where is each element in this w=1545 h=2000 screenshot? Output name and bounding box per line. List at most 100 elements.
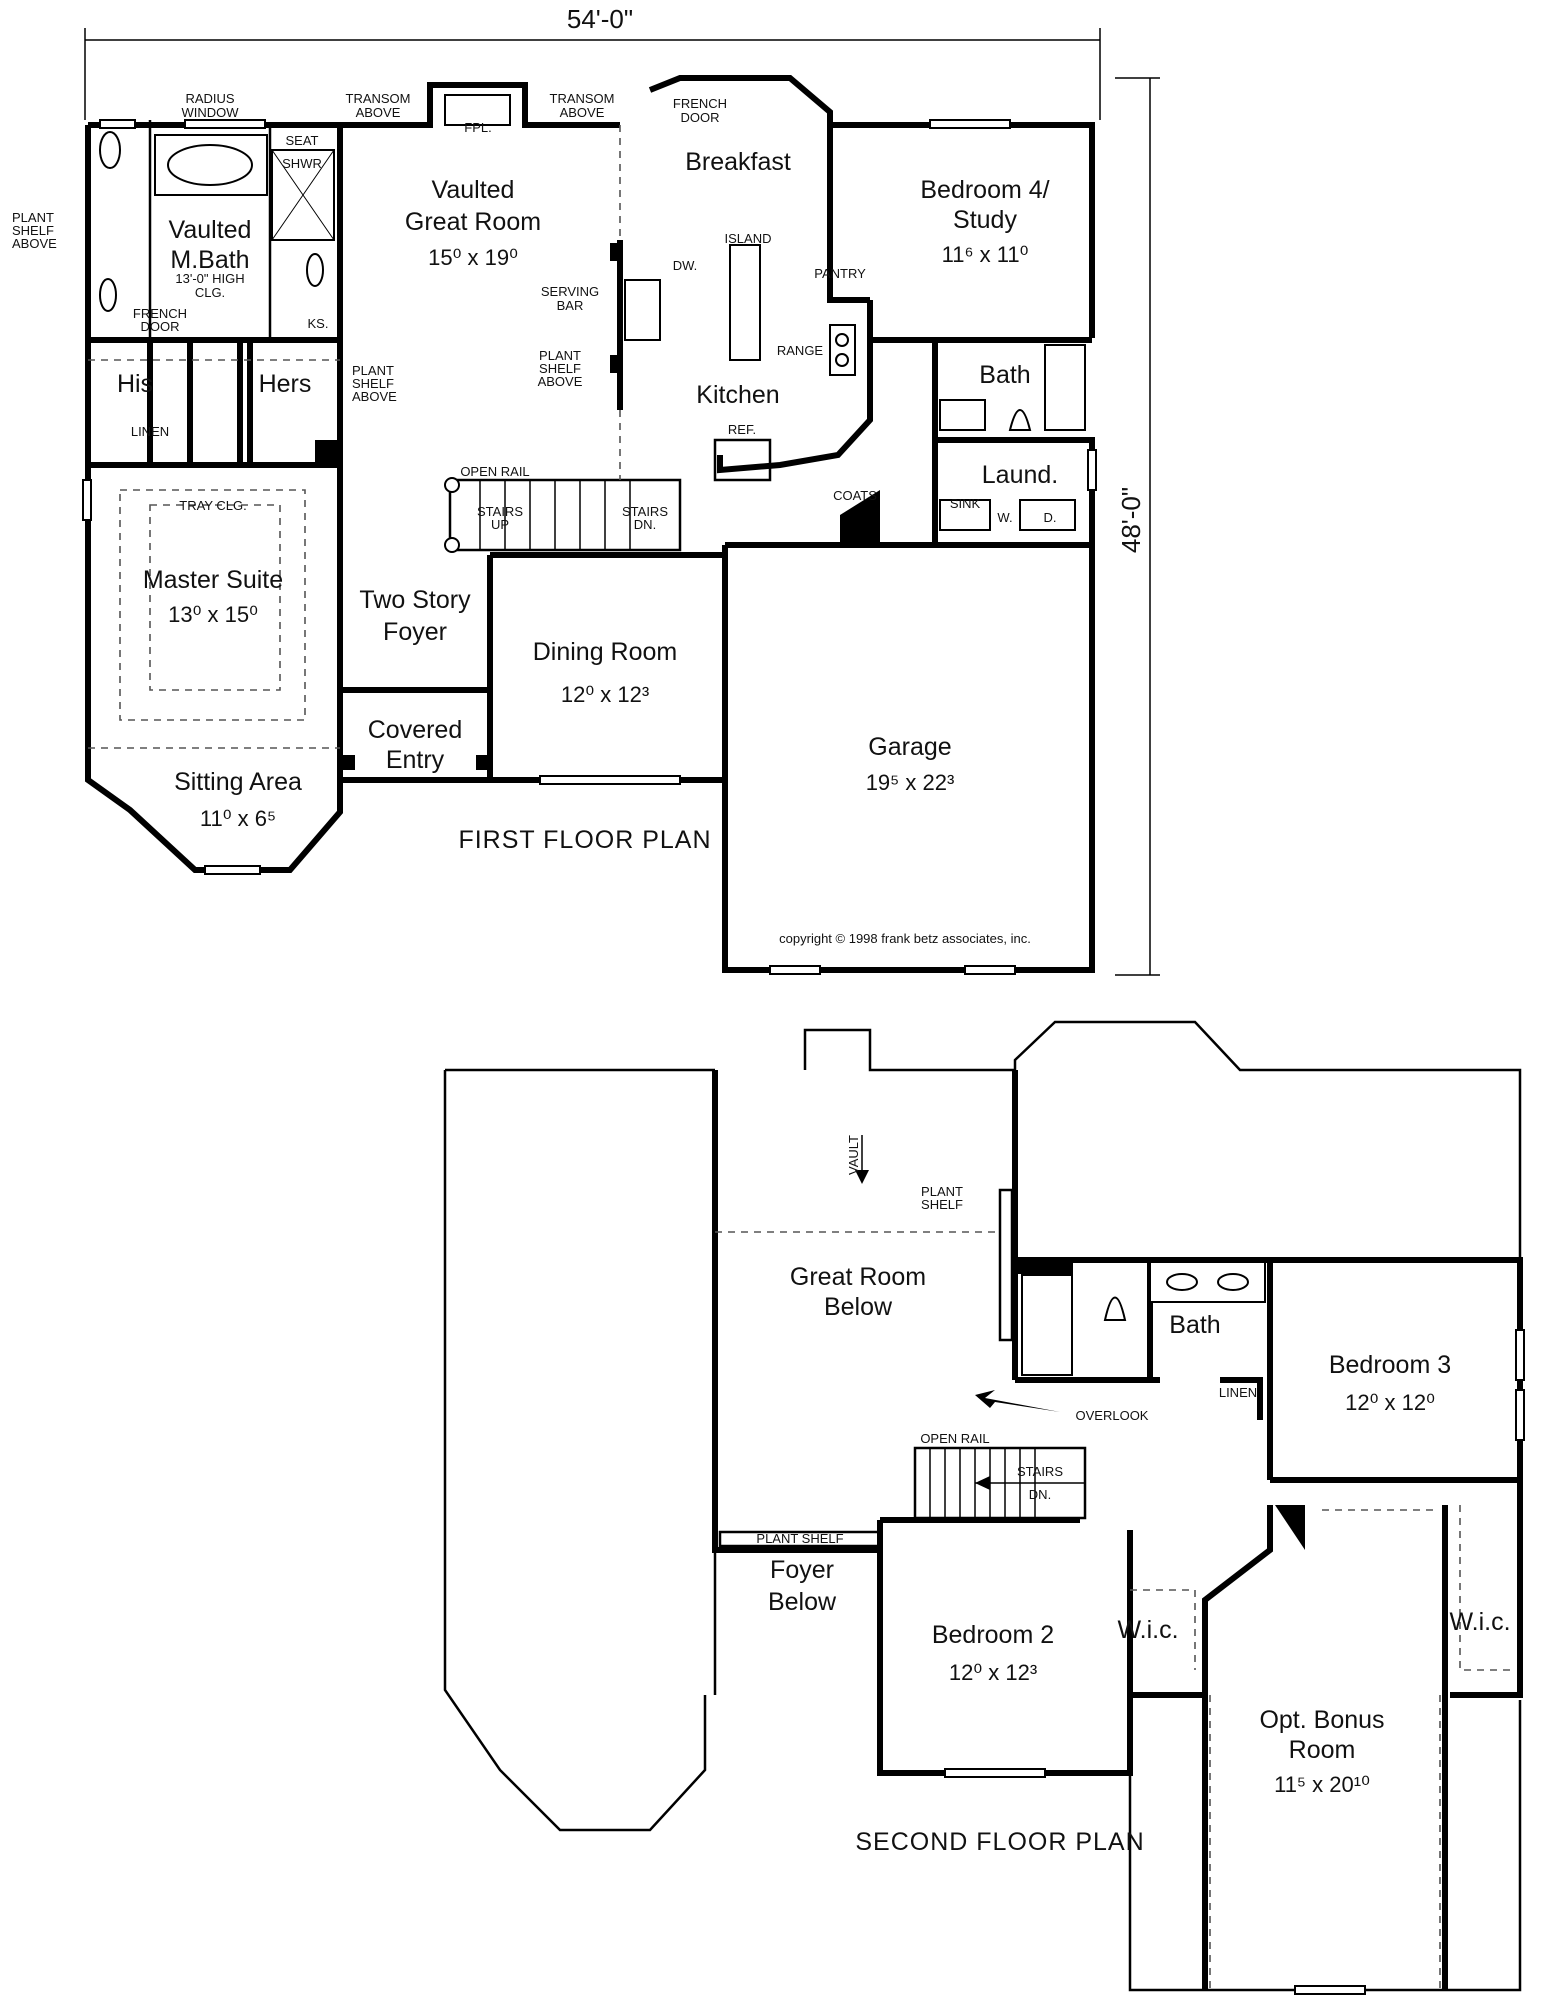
width-label: 54'-0" — [567, 4, 633, 34]
open-rail-note: OPEN RAIL — [460, 464, 529, 479]
linen-note: LINEN — [131, 424, 169, 439]
vault-note: VAULT — [846, 1135, 861, 1175]
plant-shelf-mid-note-1: PLANT — [352, 363, 394, 378]
kitchen-label: Kitchen — [696, 381, 779, 409]
bonus-room-label-2: Room — [1289, 1736, 1356, 1764]
range-note: RANGE — [777, 343, 824, 358]
second-bath-label: Bath — [1169, 1311, 1220, 1339]
second-floor-title: SECOND FLOOR PLAN — [855, 1828, 1144, 1856]
foyer-label-1: Two Story — [359, 586, 471, 614]
second-floor-labels: Great Room Below Foyer Below Bath Bedroo… — [768, 1263, 1511, 1856]
first-floor-notes: RADIUS WINDOW TRANSOM ABOVE TRANSOM ABOV… — [12, 91, 1057, 532]
copyright-text: copyright © 1998 frank betz associates, … — [779, 931, 1031, 946]
shower-note: SHWR — [282, 156, 322, 171]
great-room-label-2: Great Room — [405, 208, 541, 236]
coats-note: COATS — [833, 488, 877, 503]
french-door-bath-note-2: DOOR — [141, 319, 180, 334]
sink-note: SINK — [950, 496, 981, 511]
french-door-top-note-1: FRENCH — [673, 96, 727, 111]
depth-label: 48'-0" — [1116, 487, 1146, 553]
dining-size: 12⁰ x 12³ — [561, 682, 649, 707]
master-suite-label: Master Suite — [143, 566, 283, 594]
great-room-label-1: Vaulted — [432, 176, 515, 204]
plant-shelf-top-note-1: PLANT — [921, 1184, 963, 1199]
ks-note: KS. — [308, 316, 329, 331]
transom-right-note-2: ABOVE — [560, 105, 605, 120]
wic-left-label: W.i.c. — [1117, 1616, 1178, 1644]
dining-label: Dining Room — [533, 638, 678, 666]
serving-bar-note-2: BAR — [557, 298, 584, 313]
second-stairs-dn-note-2: DN. — [1029, 1487, 1051, 1502]
stairs-dn-note-2: DN. — [634, 517, 656, 532]
great-room-below-label-2: Below — [824, 1293, 893, 1321]
first-floor-stairs — [444, 477, 682, 553]
plant-shelf-left-note-2: SHELF — [12, 223, 54, 238]
great-room-below-label-1: Great Room — [790, 1263, 926, 1291]
first-floor-fixtures — [99, 94, 1086, 770]
plant-shelf-kitchen-note-2: SHELF — [539, 361, 581, 376]
garage-label: Garage — [868, 733, 951, 761]
transom-left-note-2: ABOVE — [356, 105, 401, 120]
his-closet-label: His — [117, 370, 153, 398]
second-floor-details — [718, 1135, 1525, 1995]
stairs-dn-note-1: STAIRS — [622, 504, 668, 519]
second-stairs-dn-note-1: STAIRS — [1017, 1464, 1063, 1479]
plant-shelf-kitchen-note-1: PLANT — [539, 348, 581, 363]
french-door-bath-note-1: FRENCH — [133, 306, 187, 321]
plant-shelf-bottom-note: PLANT SHELF — [756, 1531, 843, 1546]
bedroom4-label-1: Bedroom 4/ — [920, 176, 1049, 204]
pantry-note: PANTRY — [814, 266, 866, 281]
bedroom4-label-2: Study — [953, 206, 1017, 234]
second-floor-dashed — [715, 1231, 1510, 1990]
covered-entry-label-2: Entry — [386, 746, 445, 774]
bedroom3-label: Bedroom 3 — [1329, 1351, 1451, 1379]
foyer-below-label-1: Foyer — [770, 1556, 834, 1584]
first-bath-label: Bath — [979, 361, 1030, 389]
tray-ceiling-note: TRAY CLG. — [179, 498, 246, 513]
bedroom2-label: Bedroom 2 — [932, 1621, 1054, 1649]
washer-note: W. — [997, 510, 1012, 525]
second-floor-notes: VAULT PLANT SHELF OVERLOOK LINEN OPEN RA… — [756, 1135, 1257, 1546]
garage-size: 19⁵ x 22³ — [866, 770, 955, 795]
plant-shelf-mid-note-2: SHELF — [352, 376, 394, 391]
foyer-below-label-2: Below — [768, 1588, 837, 1616]
high-ceiling-note-2: CLG. — [195, 285, 225, 300]
wic-right-label: W.i.c. — [1449, 1608, 1510, 1636]
dishwasher-note: DW. — [673, 258, 698, 273]
stairs-up-note-2: UP — [491, 517, 509, 532]
master-suite-size: 13⁰ x 15⁰ — [168, 602, 258, 627]
foyer-label-2: Foyer — [383, 618, 447, 646]
high-ceiling-note-1: 13'-0" HIGH — [175, 271, 244, 286]
plant-shelf-kitchen-note-3: ABOVE — [538, 374, 583, 389]
plant-shelf-mid-note-3: ABOVE — [352, 389, 397, 404]
plant-shelf-left-note-3: ABOVE — [12, 236, 57, 251]
great-room-size: 15⁰ x 19⁰ — [428, 245, 518, 270]
first-floor-windows — [82, 119, 1097, 975]
plant-shelf-left-note-1: PLANT — [12, 210, 54, 225]
bedroom4-size: 11⁶ x 11⁰ — [942, 242, 1029, 267]
covered-entry-label-1: Covered — [368, 716, 463, 744]
master-bath-label-2: M.Bath — [170, 246, 249, 274]
serving-bar-note-1: SERVING — [541, 284, 599, 299]
island-note: ISLAND — [725, 231, 772, 246]
seat-note: SEAT — [286, 133, 319, 148]
laundry-label: Laund. — [982, 461, 1058, 489]
radius-window-note-2: WINDOW — [181, 105, 239, 120]
breakfast-label: Breakfast — [685, 148, 791, 176]
transom-left-note-1: TRANSOM — [346, 91, 411, 106]
sitting-area-size: 11⁰ x 6⁵ — [200, 806, 276, 831]
bedroom3-size: 12⁰ x 12⁰ — [1345, 1390, 1435, 1415]
fireplace-note: FPL. — [464, 120, 491, 135]
first-floor-walls — [85, 75, 1095, 973]
first-floor-title: FIRST FLOOR PLAN — [458, 826, 711, 854]
dryer-note: D. — [1044, 510, 1057, 525]
radius-window-note-1: RADIUS — [185, 91, 234, 106]
overlook-note: OVERLOOK — [1076, 1408, 1149, 1423]
refrigerator-note: REF. — [728, 422, 756, 437]
depth-dimension: 48'-0" — [1115, 77, 1160, 976]
master-bath-label-1: Vaulted — [169, 216, 252, 244]
plant-shelf-top-note-2: SHELF — [921, 1197, 963, 1212]
transom-right-note-1: TRANSOM — [550, 91, 615, 106]
second-open-rail-note: OPEN RAIL — [920, 1431, 989, 1446]
